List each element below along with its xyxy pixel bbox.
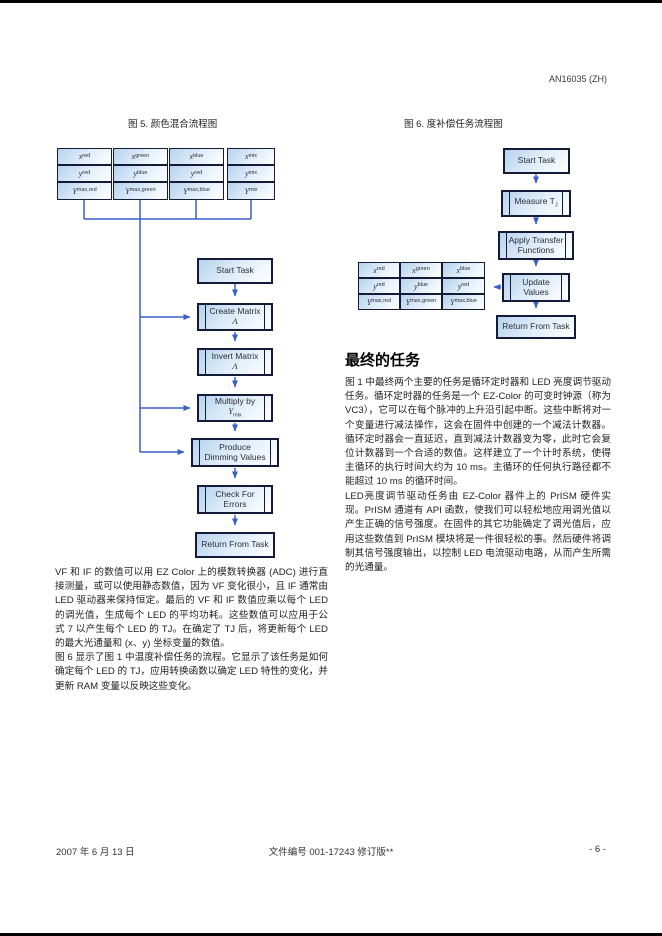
right-paragraph-1: 图 1 中最终两个主要的任务是循环定时器和 LED 亮度调节驱动任务。循环定时器… bbox=[345, 377, 611, 488]
document-number: AN16035 (ZH) bbox=[548, 74, 607, 84]
footer-page-number: - 6 - bbox=[589, 844, 606, 855]
left-paragraph-2: 图 6 显示了图 1 中温度补偿任务的流程。它显示了该任务是如何确定每个 LED… bbox=[55, 652, 328, 692]
page-bottom-border bbox=[0, 933, 662, 936]
fig6-box-return-task: Return From Task bbox=[496, 315, 576, 339]
left-column-text: VF 和 IF 的数值可以用 EZ Color 上的模数转换器 (ADC) 进行… bbox=[55, 566, 328, 694]
left-paragraph-1: VF 和 IF 的数值可以用 EZ Color 上的模数转换器 (ADC) 进行… bbox=[55, 567, 328, 650]
fig5-box-multiply: Multiply by Ymix bbox=[197, 394, 273, 422]
right-paragraph-2: LED亮度调节驱动任务由 EZ-Color 器件上的 PrISM 硬件实现。Pr… bbox=[345, 491, 611, 574]
footer-doc-ref: 文件编号 001-17243 修订版** bbox=[268, 847, 394, 858]
figure6-caption: 图 6. 度补偿任务流程图 bbox=[404, 119, 503, 130]
fig5-box-start-task: Start Task bbox=[197, 258, 273, 284]
footer-date: 2007 年 6 月 13 日 bbox=[56, 847, 135, 858]
page-top-border bbox=[0, 0, 662, 3]
fig6-box-start-task: Start Task bbox=[503, 148, 570, 174]
section-heading: 最终的任务 bbox=[345, 352, 421, 369]
fig6-box-measure-tj: Measure TJ bbox=[501, 190, 571, 217]
figure5-caption: 图 5. 颜色混合流程图 bbox=[128, 119, 218, 130]
fig5-box-return-task: Return From Task bbox=[195, 532, 275, 558]
